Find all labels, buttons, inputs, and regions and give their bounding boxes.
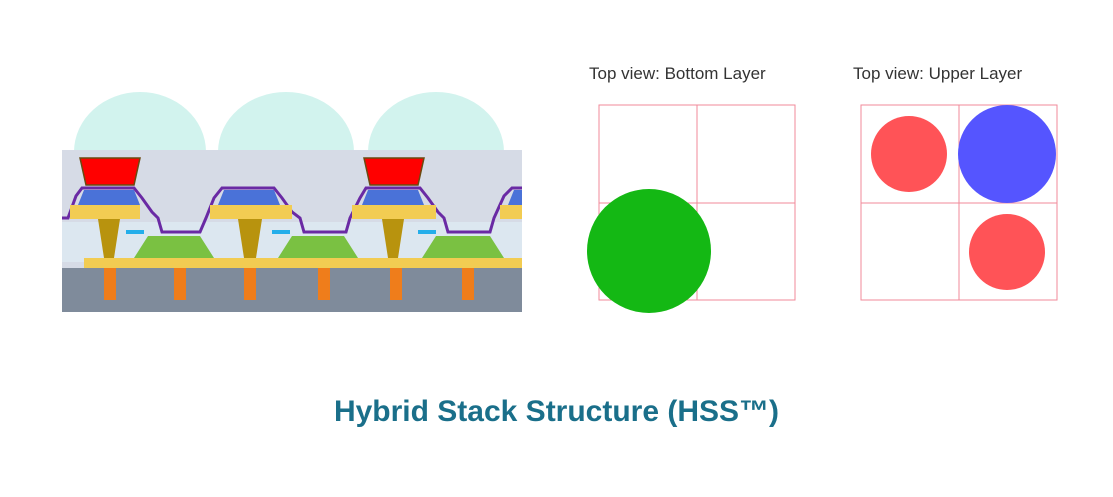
bottom-layer-top-view [587, 104, 796, 313]
cyan-marker-1 [126, 230, 144, 234]
pillar-3 [244, 268, 256, 300]
upper-layer-label: Top view: Upper Layer [853, 64, 1023, 83]
upper-red-pixel-1 [871, 116, 947, 192]
cross-section [62, 92, 522, 312]
micro-lens-2 [218, 92, 354, 152]
bottom-green-pixel [587, 189, 711, 313]
wiring-line [62, 186, 522, 234]
bottom-layer-label: Top view: Bottom Layer [589, 64, 766, 83]
upper-pixel-4 [500, 190, 522, 219]
figure-caption: Hybrid Stack Structure (HSS™) [333, 395, 780, 428]
red-filter-1 [79, 157, 141, 186]
pillar-1 [104, 268, 116, 300]
upper-red-pixel-2 [969, 214, 1045, 290]
cyan-marker-2 [272, 230, 290, 234]
micro-lens-3 [368, 92, 504, 152]
upper-blue-pixel [958, 105, 1056, 203]
pillar-6 [462, 268, 474, 300]
cyan-marker-3 [418, 230, 436, 234]
green-pixel-1 [134, 236, 214, 258]
micro-lens-1 [74, 92, 206, 152]
green-pixel-3 [422, 236, 504, 258]
upper-layer-top-view [860, 104, 1058, 301]
upper-pixel-3 [352, 190, 436, 258]
upper-pixel-1 [70, 190, 140, 258]
upper-pixel-2 [210, 190, 292, 258]
green-pixel-2 [278, 236, 358, 258]
pillar-4 [318, 268, 330, 300]
red-filter-2 [363, 157, 425, 186]
bond-pad-row [84, 258, 522, 268]
pillar-5 [390, 268, 402, 300]
pillar-2 [174, 268, 186, 300]
substrate [62, 268, 522, 312]
